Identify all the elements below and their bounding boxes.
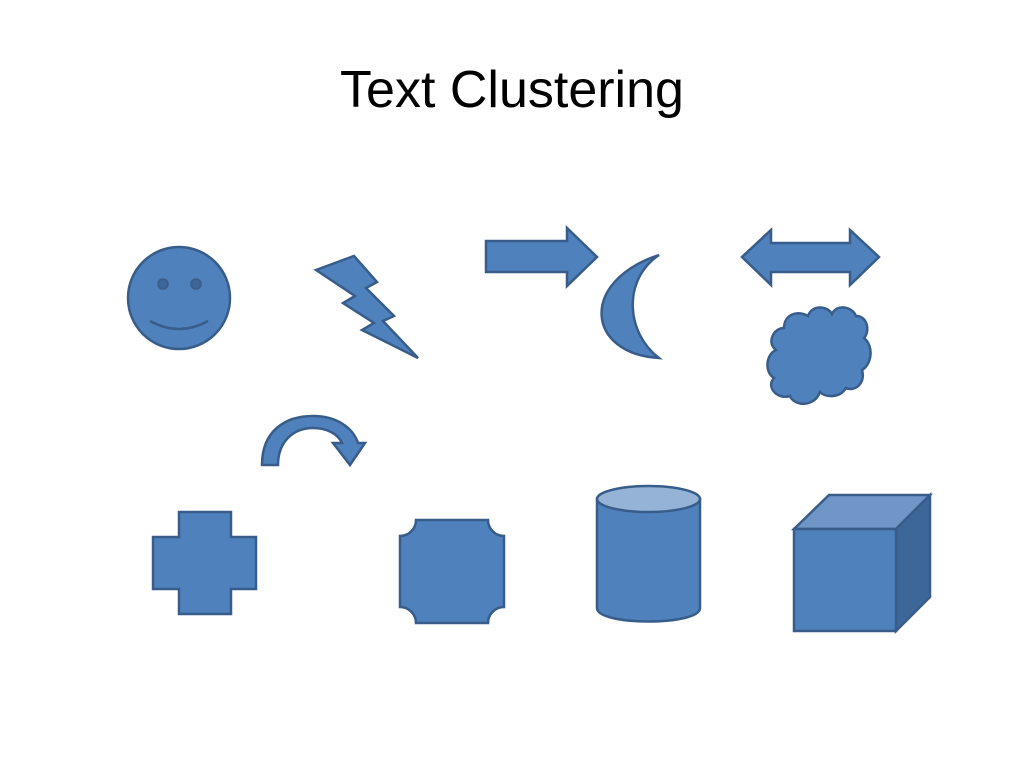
right-arrow-icon [484,225,599,289]
plaque-icon [398,518,506,625]
slide-title: Text Clustering [340,61,684,119]
lightning-bolt-icon [313,254,419,360]
curved-arrow-icon [260,414,368,468]
smiley-face-icon [126,245,232,351]
cube-icon [790,491,934,635]
crescent-moon-icon [600,253,664,360]
cylinder-icon [595,484,702,623]
double-arrow-icon [740,227,881,288]
cloud-icon [766,306,872,405]
cross-icon [151,510,258,616]
